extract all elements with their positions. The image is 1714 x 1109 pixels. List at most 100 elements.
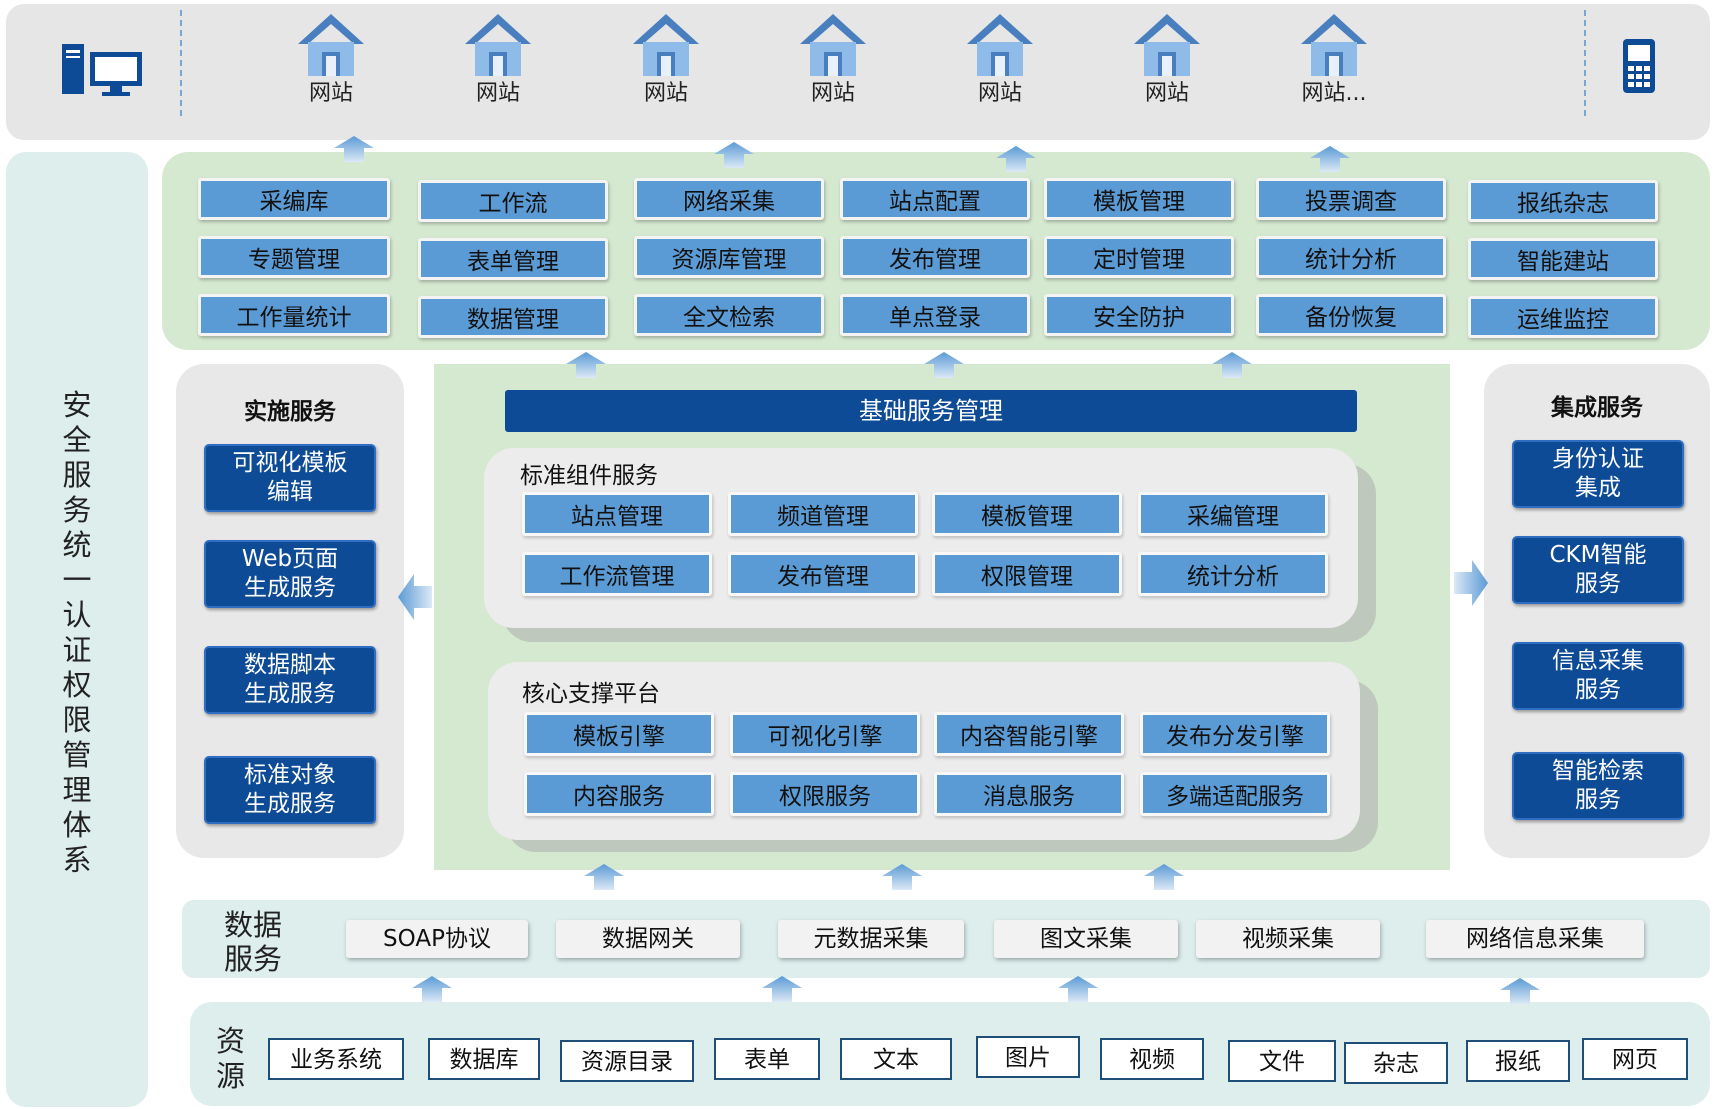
app-module-button[interactable]: 全文检索 [634,294,824,336]
data-service-item[interactable]: 网络信息采集 [1426,920,1644,958]
component-button[interactable]: 可视化引擎 [730,712,920,756]
up-arrow-icon [882,864,922,890]
house-icon [800,14,866,76]
website-label: 网站... [1301,81,1367,106]
component-button[interactable]: 统计分析 [1138,552,1328,596]
component-button[interactable]: 权限服务 [730,772,920,816]
website-label: 网站 [977,81,1022,106]
resource-item[interactable]: 业务系统 [268,1038,404,1080]
website-node: 网站 [1107,12,1227,108]
resource-title: 资 源 [216,1024,246,1093]
component-button[interactable]: 内容服务 [524,772,714,816]
app-module-button[interactable]: 发布管理 [840,236,1030,278]
desktop-computer-icon [62,44,142,96]
integration-service-line: CKM智能 [1549,542,1647,568]
app-module-button[interactable]: 单点登录 [840,294,1030,336]
implementation-service-button[interactable]: 可视化模板编辑 [204,444,376,512]
website-node: 网站 [438,12,558,108]
resource-item[interactable]: 文件 [1228,1040,1336,1082]
app-module-button[interactable]: 运维监控 [1468,296,1658,338]
app-module-button[interactable]: 数据管理 [418,296,608,338]
house-icon [1134,14,1200,76]
app-module-button[interactable]: 统计分析 [1256,236,1446,278]
data-service-item[interactable]: 视频采集 [1196,920,1380,958]
integration-service-line: 身份认证 [1552,446,1644,472]
app-module-button[interactable]: 工作量统计 [198,294,390,336]
website-label: 网站 [1144,81,1189,106]
up-arrow-icon [566,352,606,378]
security-char: 全 [62,423,92,457]
implementation-service-line: 数据脚本 [244,652,336,678]
component-button[interactable]: 发布管理 [728,552,918,596]
security-label: 安全服务统一认证权限管理体系 [6,388,148,878]
implementation-service-line: Web页面 [241,546,339,572]
resource-item[interactable]: 表单 [714,1038,820,1080]
app-module-button[interactable]: 工作流 [418,180,608,222]
integration-service-button[interactable]: 身份认证集成 [1512,440,1684,508]
implementation-service-line: 生成服务 [244,681,336,707]
implementation-service-line: 生成服务 [244,791,336,817]
access-layer-band [6,4,1710,140]
house-icon [967,14,1033,76]
integration-service-button[interactable]: CKM智能服务 [1512,536,1684,604]
implementation-service-button[interactable]: 数据脚本生成服务 [204,646,376,714]
app-module-button[interactable]: 投票调查 [1256,178,1446,220]
resource-item[interactable]: 视频 [1100,1038,1204,1080]
app-module-button[interactable]: 安全防护 [1044,294,1234,336]
data-service-item[interactable]: 图文采集 [994,920,1178,958]
implementation-service-button[interactable]: Web页面生成服务 [204,540,376,608]
component-button[interactable]: 权限管理 [932,552,1122,596]
app-module-button[interactable]: 智能建站 [1468,238,1658,280]
up-arrow-icon [1212,352,1252,378]
resource-item[interactable]: 数据库 [428,1038,540,1080]
component-button[interactable]: 发布分发引擎 [1140,712,1330,756]
security-char: 理 [62,773,92,807]
data-service-item[interactable]: SOAP协议 [346,920,528,958]
house-icon [633,14,699,76]
component-button[interactable]: 采编管理 [1138,492,1328,536]
component-button[interactable]: 消息服务 [934,772,1124,816]
component-button[interactable]: 模板管理 [932,492,1122,536]
resource-item[interactable]: 资源目录 [560,1040,694,1082]
data-service-item[interactable]: 元数据采集 [778,920,964,958]
app-module-button[interactable]: 模板管理 [1044,178,1234,220]
resource-item[interactable]: 报纸 [1466,1040,1570,1082]
integration-service-button[interactable]: 智能检索服务 [1512,752,1684,820]
component-button[interactable]: 模板引擎 [524,712,714,756]
app-module-button[interactable]: 定时管理 [1044,236,1234,278]
component-button[interactable]: 多端适配服务 [1140,772,1330,816]
data-service-title: 数据 服务 [224,908,283,976]
implementation-title: 实施服务 [244,399,336,425]
integration-service-button[interactable]: 信息采集服务 [1512,642,1684,710]
standard-components-title: 标准组件服务 [520,463,658,489]
resource-item[interactable]: 文本 [840,1038,952,1080]
core-platform-title: 核心支撑平台 [522,681,660,707]
app-module-button[interactable]: 备份恢复 [1256,294,1446,336]
component-button[interactable]: 站点管理 [522,492,712,536]
security-char: 系 [62,843,92,877]
implementation-service-button[interactable]: 标准对象生成服务 [204,756,376,824]
component-button[interactable]: 内容智能引擎 [934,712,1124,756]
up-arrow-icon [1058,976,1098,1002]
website-node: 网站 [271,12,391,108]
integration-service-line: 集成 [1575,475,1621,501]
app-module-button[interactable]: 采编库 [198,178,390,220]
resource-item[interactable]: 网页 [1582,1038,1688,1080]
resource-item[interactable]: 杂志 [1344,1042,1448,1084]
app-module-button[interactable]: 网络采集 [634,178,824,220]
security-char: 权 [62,668,92,702]
app-module-button[interactable]: 站点配置 [840,178,1030,220]
component-button[interactable]: 频道管理 [728,492,918,536]
resource-item[interactable]: 图片 [976,1036,1080,1078]
website-node: 网站 [773,12,893,108]
component-button[interactable]: 工作流管理 [522,552,712,596]
right-arrow-icon [1454,560,1488,606]
app-module-button[interactable]: 表单管理 [418,238,608,280]
app-module-button[interactable]: 资源库管理 [634,236,824,278]
implementation-service-line: 编辑 [267,479,313,505]
app-module-button[interactable]: 专题管理 [198,236,390,278]
app-module-button[interactable]: 报纸杂志 [1468,180,1658,222]
website-label: 网站 [810,81,855,106]
integration-title: 集成服务 [1551,395,1643,421]
data-service-item[interactable]: 数据网关 [556,920,740,958]
